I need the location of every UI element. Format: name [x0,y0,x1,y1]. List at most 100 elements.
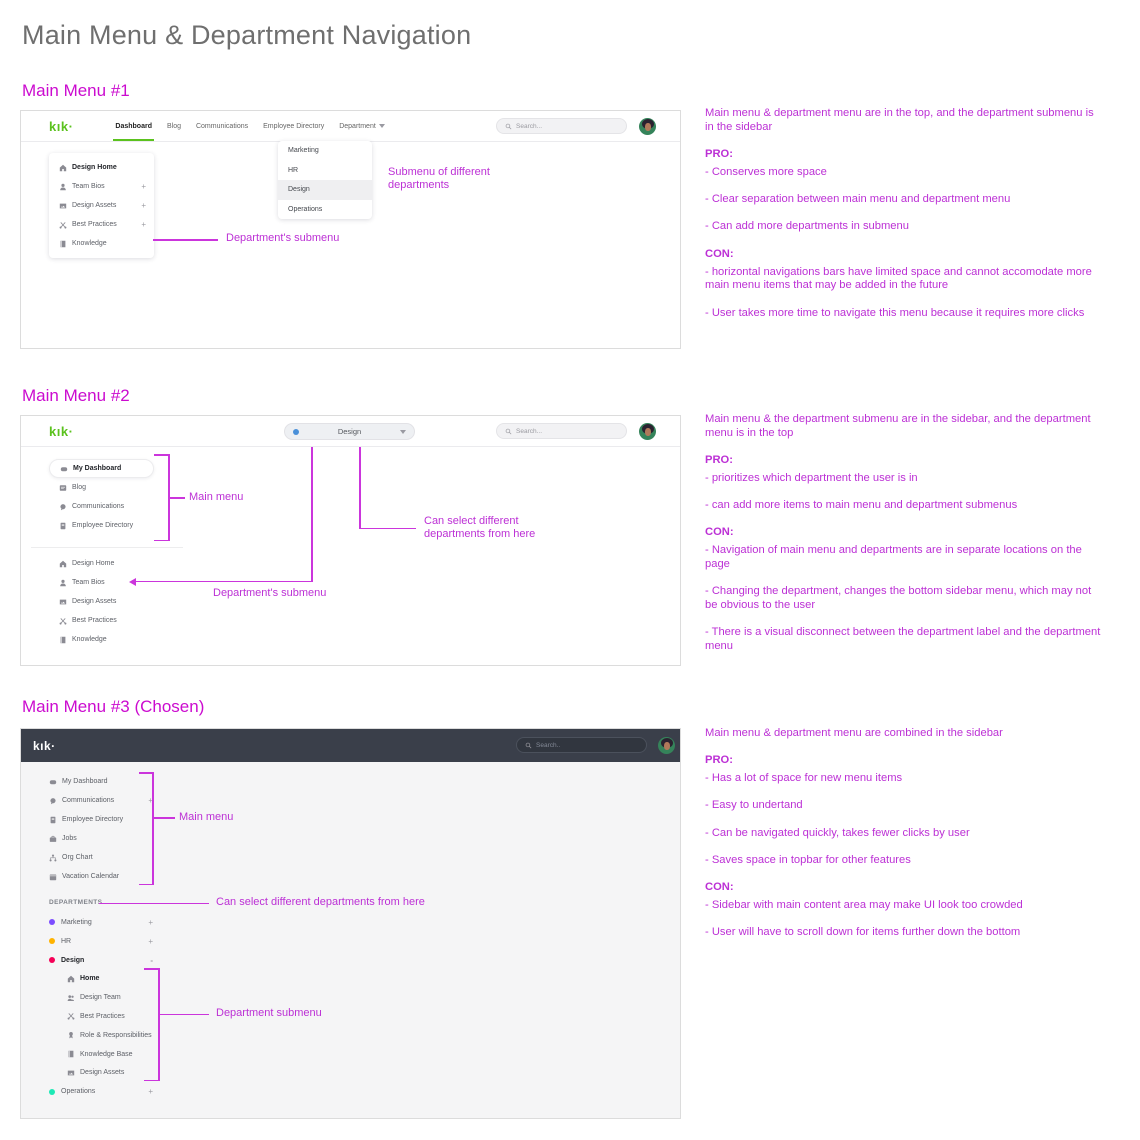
sidebar-main-menu: My Dashboard Blog Communications Employe… [49,459,175,535]
dropdown-option-hr[interactable]: HR [288,166,299,174]
annotation-line [158,1013,209,1015]
dropdown-option-design[interactable]: Design [278,180,372,200]
annotation-line [152,817,175,819]
sidebar-item-employee-directory[interactable]: Employee Directory [49,516,175,535]
top-navigation: Dashboard Blog Communications Employee D… [113,111,385,141]
sidebar-item-vacation-calendar[interactable]: Vacation Calendar [49,867,153,886]
annotation-line [134,580,312,582]
sidebar-item-design-assets[interactable]: Design Assets [49,592,175,611]
submenu-item-design-team[interactable]: Design Team [67,988,153,1007]
topbar: kık· [21,729,680,762]
annotation-submenu-of-departments: Submenu of different departments [388,166,490,191]
user-avatar[interactable] [639,423,656,440]
mockup-main-menu-1: kık· Dashboard Blog Communications Emplo… [20,110,681,349]
notes-main-menu-1: Main menu & department menu are in the t… [705,107,1094,319]
nav-item-communications[interactable]: Communications [195,122,249,130]
expand-toggle[interactable]: + [148,1087,153,1097]
scissors-icon [67,1012,75,1020]
annotation-line [168,497,185,499]
blog-icon [59,484,67,492]
submenu-item-knowledge-base[interactable]: Knowledge Base [67,1045,153,1064]
dropdown-option-operations[interactable]: Operations [288,205,323,213]
submenu-item-design-assets[interactable]: Design Assets [67,1063,153,1082]
department-item-marketing[interactable]: Marketing+ [49,913,153,932]
annotation-line [359,447,361,529]
department-color-dot [49,957,55,963]
kik-logo: kık· [33,738,56,753]
submenu-item-best-practices[interactable]: Best Practices [67,1007,153,1026]
design-department-submenu: Home Design Team Best Practices Role & R… [67,970,153,1083]
nav-item-blog[interactable]: Blog [166,122,181,130]
annotation-arrowhead [125,577,136,586]
sidebar-item-communications[interactable]: Communications+ [49,791,153,810]
annotation-bracket [139,772,153,774]
department-item-design[interactable]: Design- [49,951,153,970]
annotation-bracket [144,1079,158,1081]
expand-toggle[interactable]: + [148,936,153,946]
chat-icon [49,797,57,805]
annotation-bracket [144,968,158,970]
department-color-dot [49,938,55,944]
collapse-toggle[interactable]: - [150,955,153,965]
sidebar-item-best-practices[interactable]: Best Practices [49,611,175,630]
image-icon [67,1069,75,1077]
annotation-line [153,239,218,241]
image-icon [59,598,67,606]
mockup-main-menu-2: kık· Design My Dashboard Blog Communicat… [20,415,681,666]
sidebar-item-design-home[interactable]: Design Home [49,554,175,573]
user-avatar[interactable] [639,118,656,135]
sidebar-item-design-assets[interactable]: Design Assets+ [49,196,154,215]
sidebar-item-my-dashboard[interactable]: My Dashboard [49,772,153,791]
department-dropdown-menu: Marketing HR Design Operations [278,141,372,219]
search-input[interactable] [536,741,638,749]
sidebar-item-blog[interactable]: Blog [49,478,175,497]
department-item-operations[interactable]: Operations+ [49,1082,153,1101]
sidebar-item-org-chart[interactable]: Org Chart [49,848,153,867]
home-icon [67,975,75,983]
book-icon [59,240,67,248]
sidebar-item-communications[interactable]: Communications [49,497,175,516]
kik-logo: kık· [49,423,74,439]
section-heading-main-menu-3: Main Menu #3 (Chosen) [22,697,205,716]
sidebar-item-design-home[interactable]: Design Home [49,158,154,177]
sidebar-item-knowledge[interactable]: Knowledge [49,630,175,649]
calendar-icon [49,873,57,881]
annotation-main-menu: Main menu [179,811,234,823]
expand-toggle[interactable]: + [148,917,153,927]
sidebar-item-team-bios[interactable]: Team Bios+ [49,177,154,196]
search-input[interactable] [516,122,618,130]
annotation-main-menu: Main menu [189,491,244,503]
sidebar-item-team-bios[interactable]: Team Bios [49,573,175,592]
department-submenu-card: Design Home Team Bios+ Design Assets+ Be… [49,153,154,258]
search-input[interactable] [516,427,618,435]
search-icon [505,123,512,130]
department-selector[interactable]: Design [284,423,415,440]
sidebar-department-submenu: Design Home Team Bios Design Assets Best… [49,554,175,649]
org-chart-icon [49,854,57,862]
submenu-item-role-responsibilities[interactable]: Role & Responsibilities [67,1026,153,1045]
nav-item-dashboard[interactable]: Dashboard [113,111,154,141]
search-box [516,737,647,753]
sidebar-item-jobs[interactable]: Jobs [49,829,153,848]
selected-department-dot [293,428,299,435]
user-avatar[interactable] [658,737,675,754]
nav-item-employee-directory[interactable]: Employee Directory [263,122,325,130]
annotation-departments-submenu: Department's submenu [213,587,327,599]
department-item-hr[interactable]: HR+ [49,932,153,951]
submenu-item-home[interactable]: Home [67,970,153,989]
chat-icon [59,503,67,511]
department-selector-value: Design [337,427,362,436]
sidebar-item-my-dashboard[interactable]: My Dashboard [49,459,154,478]
sidebar-item-employee-directory[interactable]: Employee Directory [49,810,153,829]
annotation-line [311,447,313,582]
nav-item-department[interactable]: Department [339,111,385,141]
search-icon [525,742,532,749]
search-box [496,118,627,134]
annotation-bracket [139,883,153,885]
sidebar-main-menu: My Dashboard Communications+ Employee Di… [49,772,153,886]
dropdown-option-marketing[interactable]: Marketing [288,147,319,155]
sidebar-item-knowledge[interactable]: Knowledge [49,234,154,253]
section-heading-main-menu-1: Main Menu #1 [22,81,130,100]
sidebar-item-best-practices[interactable]: Best Practices+ [49,215,154,234]
topbar: kık· Dashboard Blog Communications Emplo… [21,111,680,142]
